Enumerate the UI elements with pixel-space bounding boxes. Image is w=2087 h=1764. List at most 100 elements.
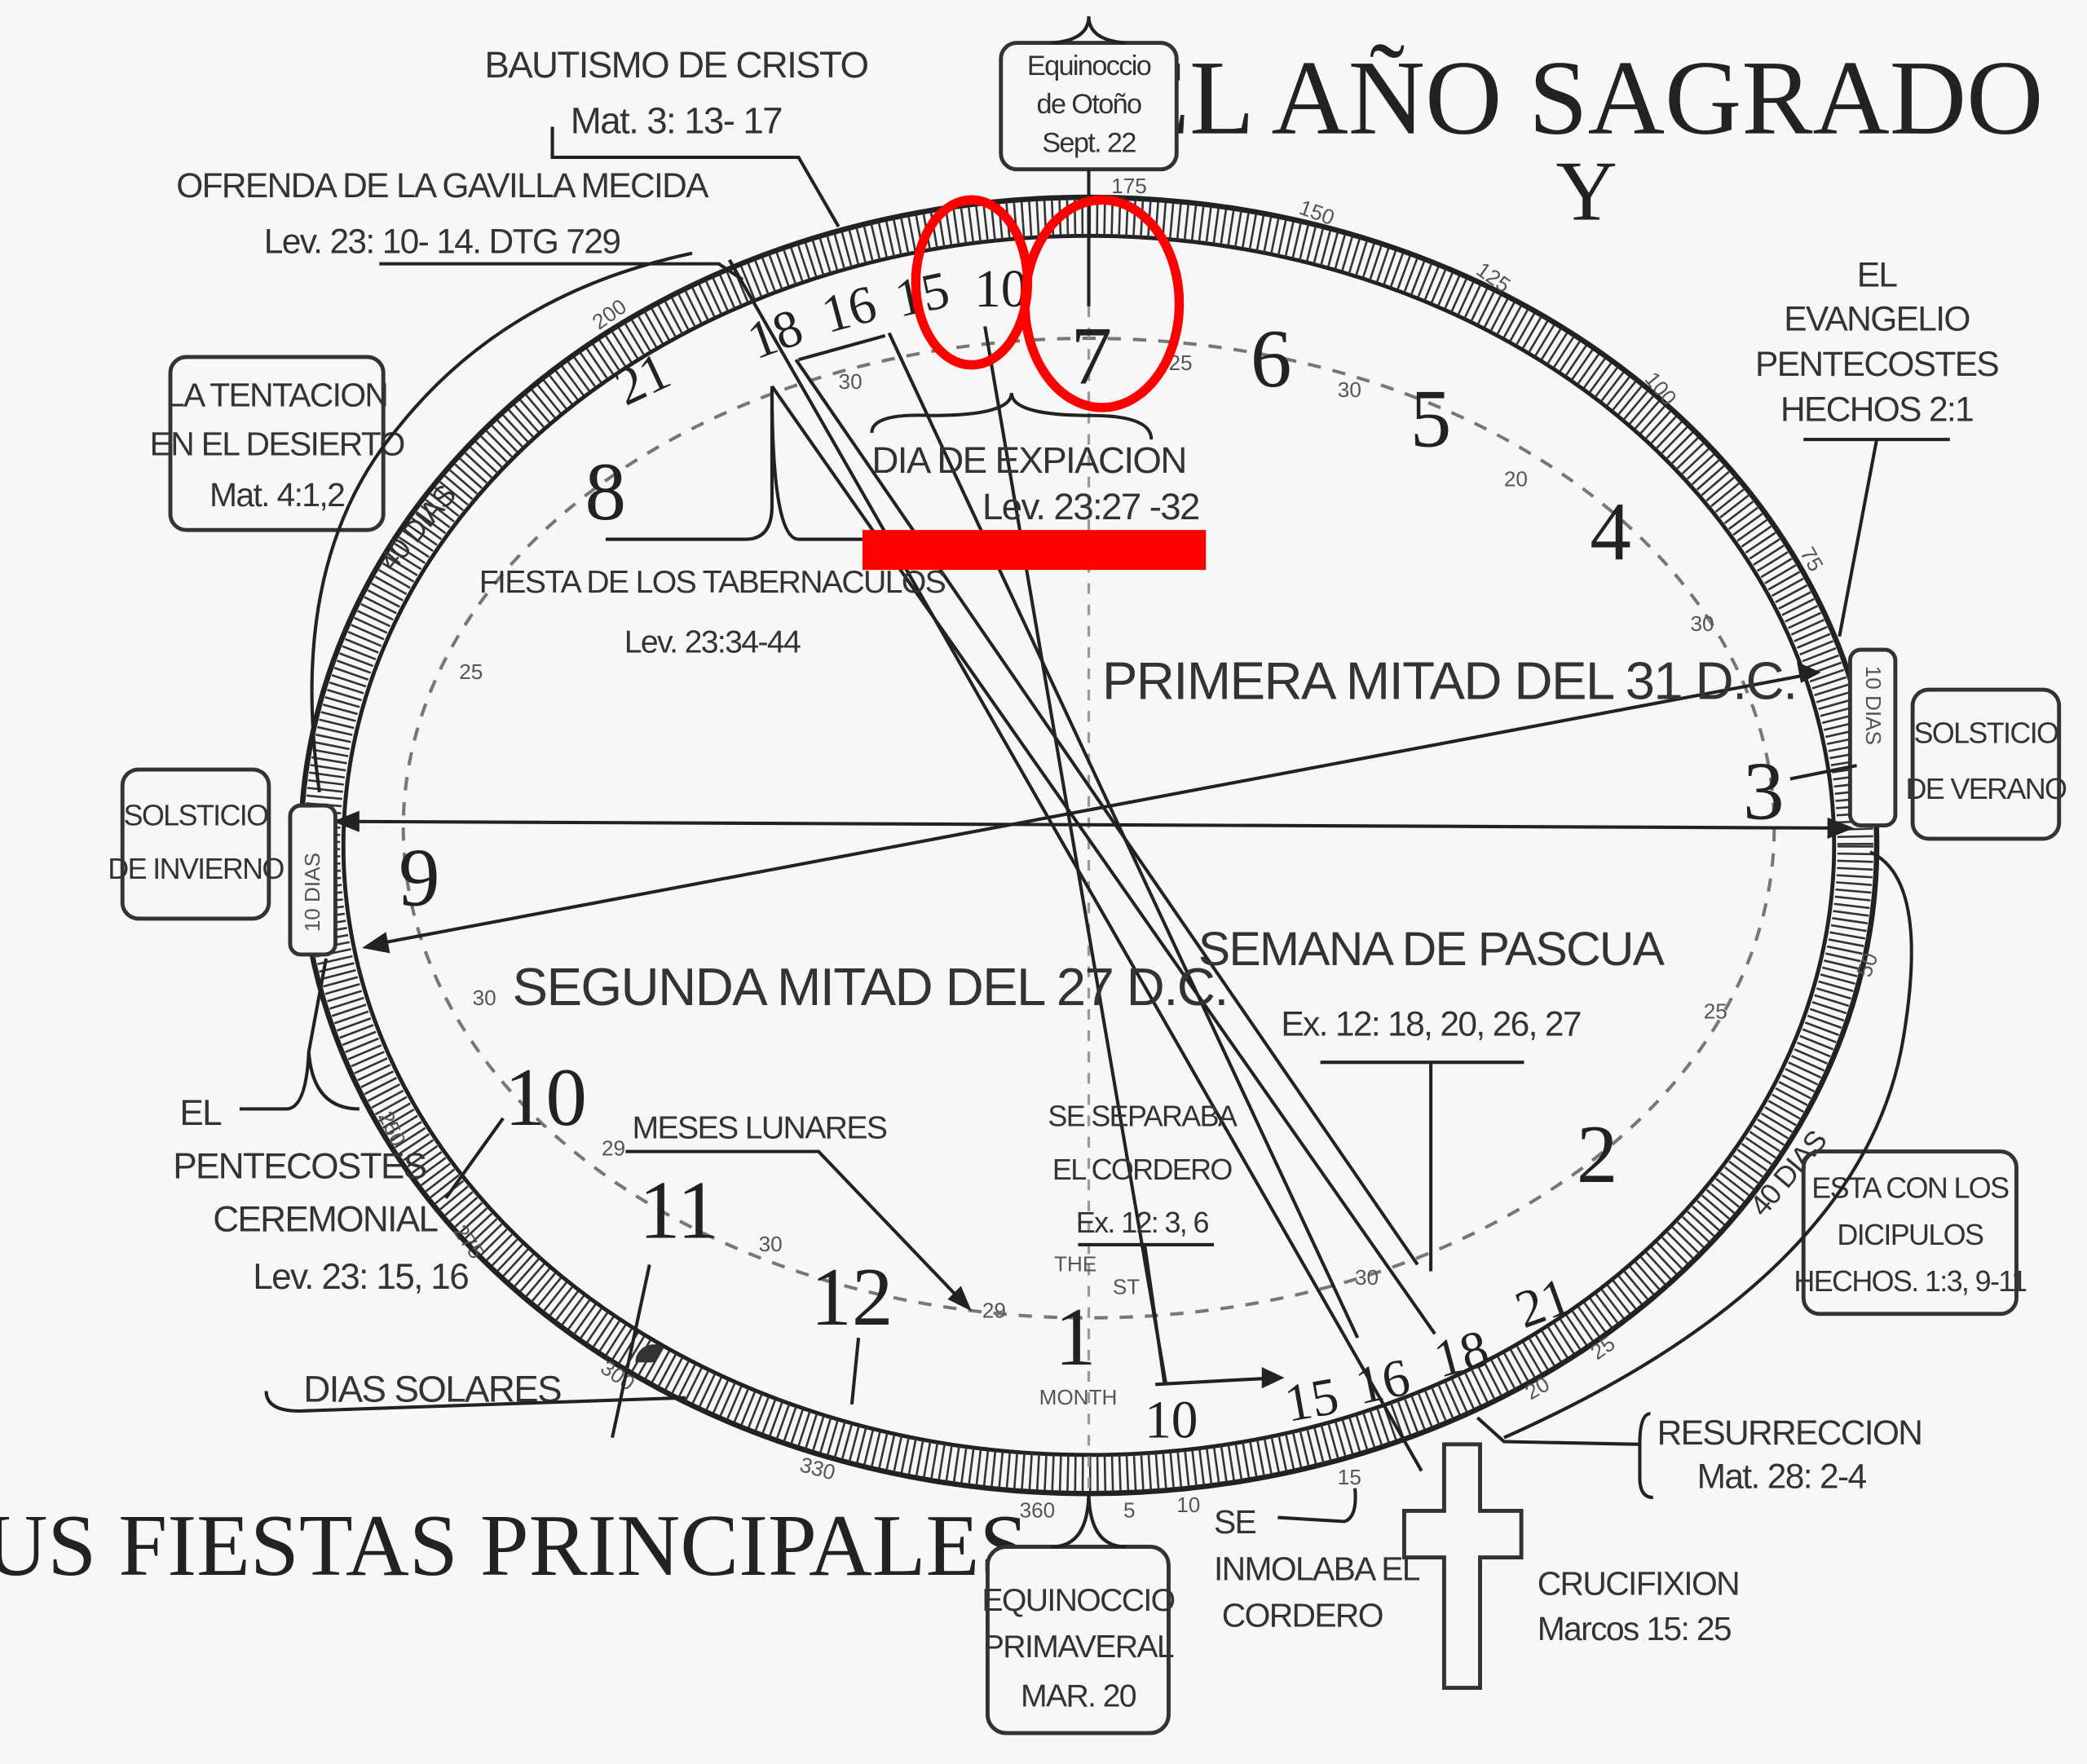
label-semana-pascua: SEMANA DE PASCUA Ex. 12: 18, 20, 26, 27 [1198,923,1666,1043]
label-crucifixion: CRUCIFIXION Marcos 15: 25 [1538,1564,1741,1647]
ring-number: 150 [1296,195,1338,230]
label-line: MAR. 20 [1021,1678,1136,1713]
ten-days-right-box [1847,647,1898,828]
label-line: Lev. 23:34-44 [624,624,801,659]
lunar-day-number: 29 [602,1136,625,1161]
lunar-day-number: 30 [1355,1265,1379,1290]
label-line: EL CORDERO [1052,1153,1232,1186]
month-12: 12 [810,1251,893,1343]
label-line: RESURRECCION [1657,1413,1922,1452]
label-line: OFRENDA DE LA GAVILLA MECIDA [176,166,709,205]
month1-the: THE [1054,1252,1096,1277]
label-line: CORDERO [1222,1596,1383,1634]
label-line: SOLSTICIO [124,799,269,832]
month-6: 6 [1251,313,1292,404]
ring-number: 15 [1338,1465,1361,1489]
lunar-day-number: 25 [1704,999,1727,1023]
label-line: Lev. 23: 15, 16 [253,1257,468,1297]
ring-number: 300 [596,1355,639,1396]
day-10-bottom: 10 [1145,1391,1198,1450]
label-line: EVANGELIO [1784,299,1969,337]
dashed-ellipse-numbers: 30 25 30 20 30 25 30 29 30 29 25 30 [459,351,1727,1322]
label-line: Equinoccio [1027,51,1151,82]
label-evangelio: EL EVANGELIO PENTECOSTES HECHOS 2:1 [1755,255,2000,428]
month-4: 4 [1590,486,1631,577]
label-gavilla: OFRENDA DE LA GAVILLA MECIDA Lev. 23: 10… [176,166,711,261]
label-primera-mitad: PRIMERA MITAD DEL 31 D.C. [1102,651,1797,711]
label-line: HECHOS 2:1 [1780,390,1973,428]
label-line: PENTECOSTES [173,1146,426,1186]
lunar-day-number: 30 [1338,377,1361,402]
month-8: 8 [585,446,627,537]
day-16-top: 16 [816,275,883,345]
box-esta-discipulos: ESTA CON LOS DICIPULOS HECHOS. 1:3, 9-11 [1794,1149,2028,1316]
label-bautismo: BAUTISMO DE CRISTO Mat. 3: 13- 17 [484,44,869,142]
label-line: Sept. 22 [1042,127,1136,158]
month-11: 11 [639,1165,718,1256]
label-line: EN EL DESIERTO [150,426,404,463]
month1-month: MONTH [1039,1385,1118,1409]
label-line: FIESTA DE LOS TABERNACULOS [479,565,946,600]
month-7: 7 [1070,311,1112,402]
month-5: 5 [1410,373,1452,464]
box-tentacion: LA TENTACION EN EL DESIERTO Mat. 4:1,2 [150,355,405,532]
label-line: PENTECOSTES [1755,345,1998,383]
ring-number: 175 [1111,174,1147,198]
label-expiacion: DIA DE EXPIACION Lev. 23:27 -32 [871,439,1200,527]
label-line: BAUTISMO DE CRISTO [484,44,867,86]
label-line: EQUINOCCIO [982,1583,1174,1618]
label-line: ESTA CON LOS [1811,1171,2009,1205]
label-separaba: SE SEPARABA EL CORDERO Ex. 12: 3, 6 [1048,1100,1238,1240]
label-inmolaba: SE INMOLABA EL CORDERO [1214,1503,1421,1634]
label-meses-lunares: MESES LUNARES [633,1110,887,1145]
day-10-top: 10 [974,260,1027,319]
label-tabernaculos: FIESTA DE LOS TABERNACULOS Lev. 23:34-44 [479,565,947,659]
label-resurreccion: RESURRECCION Mat. 28: 2-4 [1657,1413,1923,1496]
label-line: Mat. 3: 13- 17 [571,100,782,142]
label-line: SEMANA DE PASCUA [1198,923,1666,976]
highlight-circle-month-7 [1020,195,1185,412]
label-line: SE SEPARABA [1048,1100,1238,1133]
lunar-day-number: 30 [1690,611,1714,636]
label-line: HECHOS. 1:3, 9-11 [1794,1264,2027,1298]
label-line: Marcos 15: 25 [1538,1610,1731,1647]
label-line: EL [179,1093,222,1133]
ring-number: 5 [1123,1498,1136,1523]
red-annotations [862,195,1207,571]
month1-st: ST [1113,1274,1140,1299]
month-2: 2 [1577,1109,1618,1200]
label-line: Mat. 4:1,2 [210,476,344,514]
label-line: LA TENTACION [166,376,387,413]
label-line: PRIMAVERAL [983,1629,1174,1665]
month-3: 3 [1743,745,1785,836]
label-line: INMOLABA EL [1214,1550,1420,1587]
title-line2: Y [1555,144,1617,239]
label-line: Ex. 12: 18, 20, 26, 27 [1281,1005,1581,1043]
lunar-day-number: 30 [839,369,863,394]
label-line: DE VERANO [1906,772,2067,805]
lunar-day-number: 30 [759,1232,783,1256]
box-solsticio-invierno: SOLSTICIO DE INVIERNO [108,767,285,921]
label-line: de Otoño [1037,89,1141,120]
title-bottom: SUS FIESTAS PRINCIPALES [0,1497,1028,1594]
month-1: 1 [1055,1291,1096,1383]
label-line: SE [1214,1503,1256,1541]
label-line: SOLSTICIO [1913,716,2058,749]
label-line: Ex. 12: 3, 6 [1076,1206,1209,1239]
box-equinoccio-otono: Equinoccio de Otoño Sept. 22 [999,15,1179,306]
label-10-dias-right: 10 DIAS [1861,666,1886,745]
month-numbers: 1 2 3 4 5 6 7 8 9 10 11 12 [399,311,1785,1383]
redaction-bar [862,530,1207,571]
label-10-dias-left: 10 DIAS [300,853,324,932]
bottom-day-numbers: 10 15 16 18 21 [1145,1267,1578,1450]
ring-number: 25 [1586,1331,1619,1365]
ring-number: 200 [588,294,631,335]
box-solsticio-verano: SOLSTICIO DE VERANO [1906,687,2068,841]
cross-icon [1402,1442,1524,1691]
box-equinoccio-primaveral: EQUINOCCIO PRIMAVERAL MAR. 20 [982,1490,1176,1735]
ring-number: 360 [1020,1498,1056,1523]
label-line: DICIPULOS [1837,1218,1983,1251]
ten-days-left-box [288,803,338,957]
